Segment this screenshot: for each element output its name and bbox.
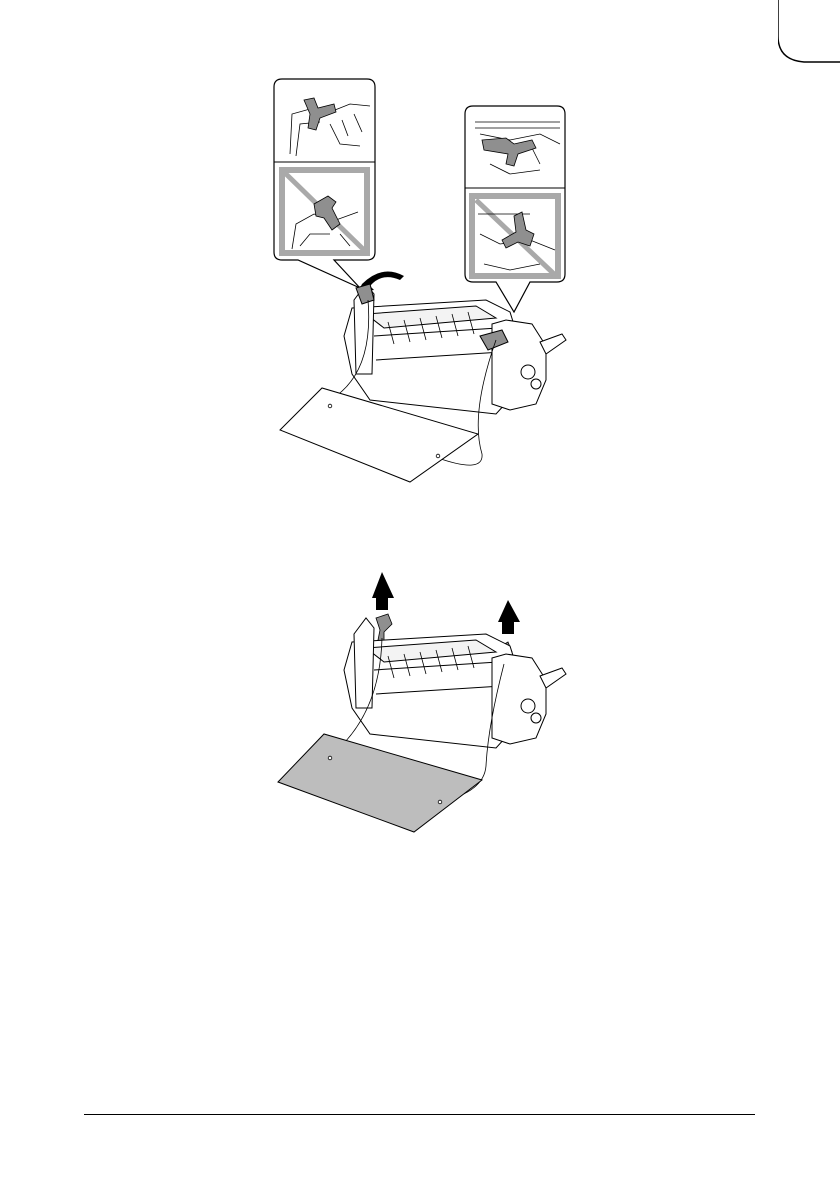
fuser-unit	[344, 284, 566, 414]
figure-fuser-release-levers	[270, 74, 580, 494]
figure-fuser-remove-levers	[270, 566, 580, 836]
lift-arrow-icon	[372, 572, 394, 610]
left-lever-removed	[376, 614, 392, 642]
footer-rule	[84, 1114, 755, 1115]
right-lever-callout	[465, 106, 565, 312]
fuser-unit	[344, 618, 566, 748]
left-lever-callout	[274, 79, 375, 288]
lift-arrow-icon	[498, 600, 520, 634]
corner-mark-icon	[778, 0, 840, 64]
shaded-protection-sheet	[278, 734, 482, 832]
